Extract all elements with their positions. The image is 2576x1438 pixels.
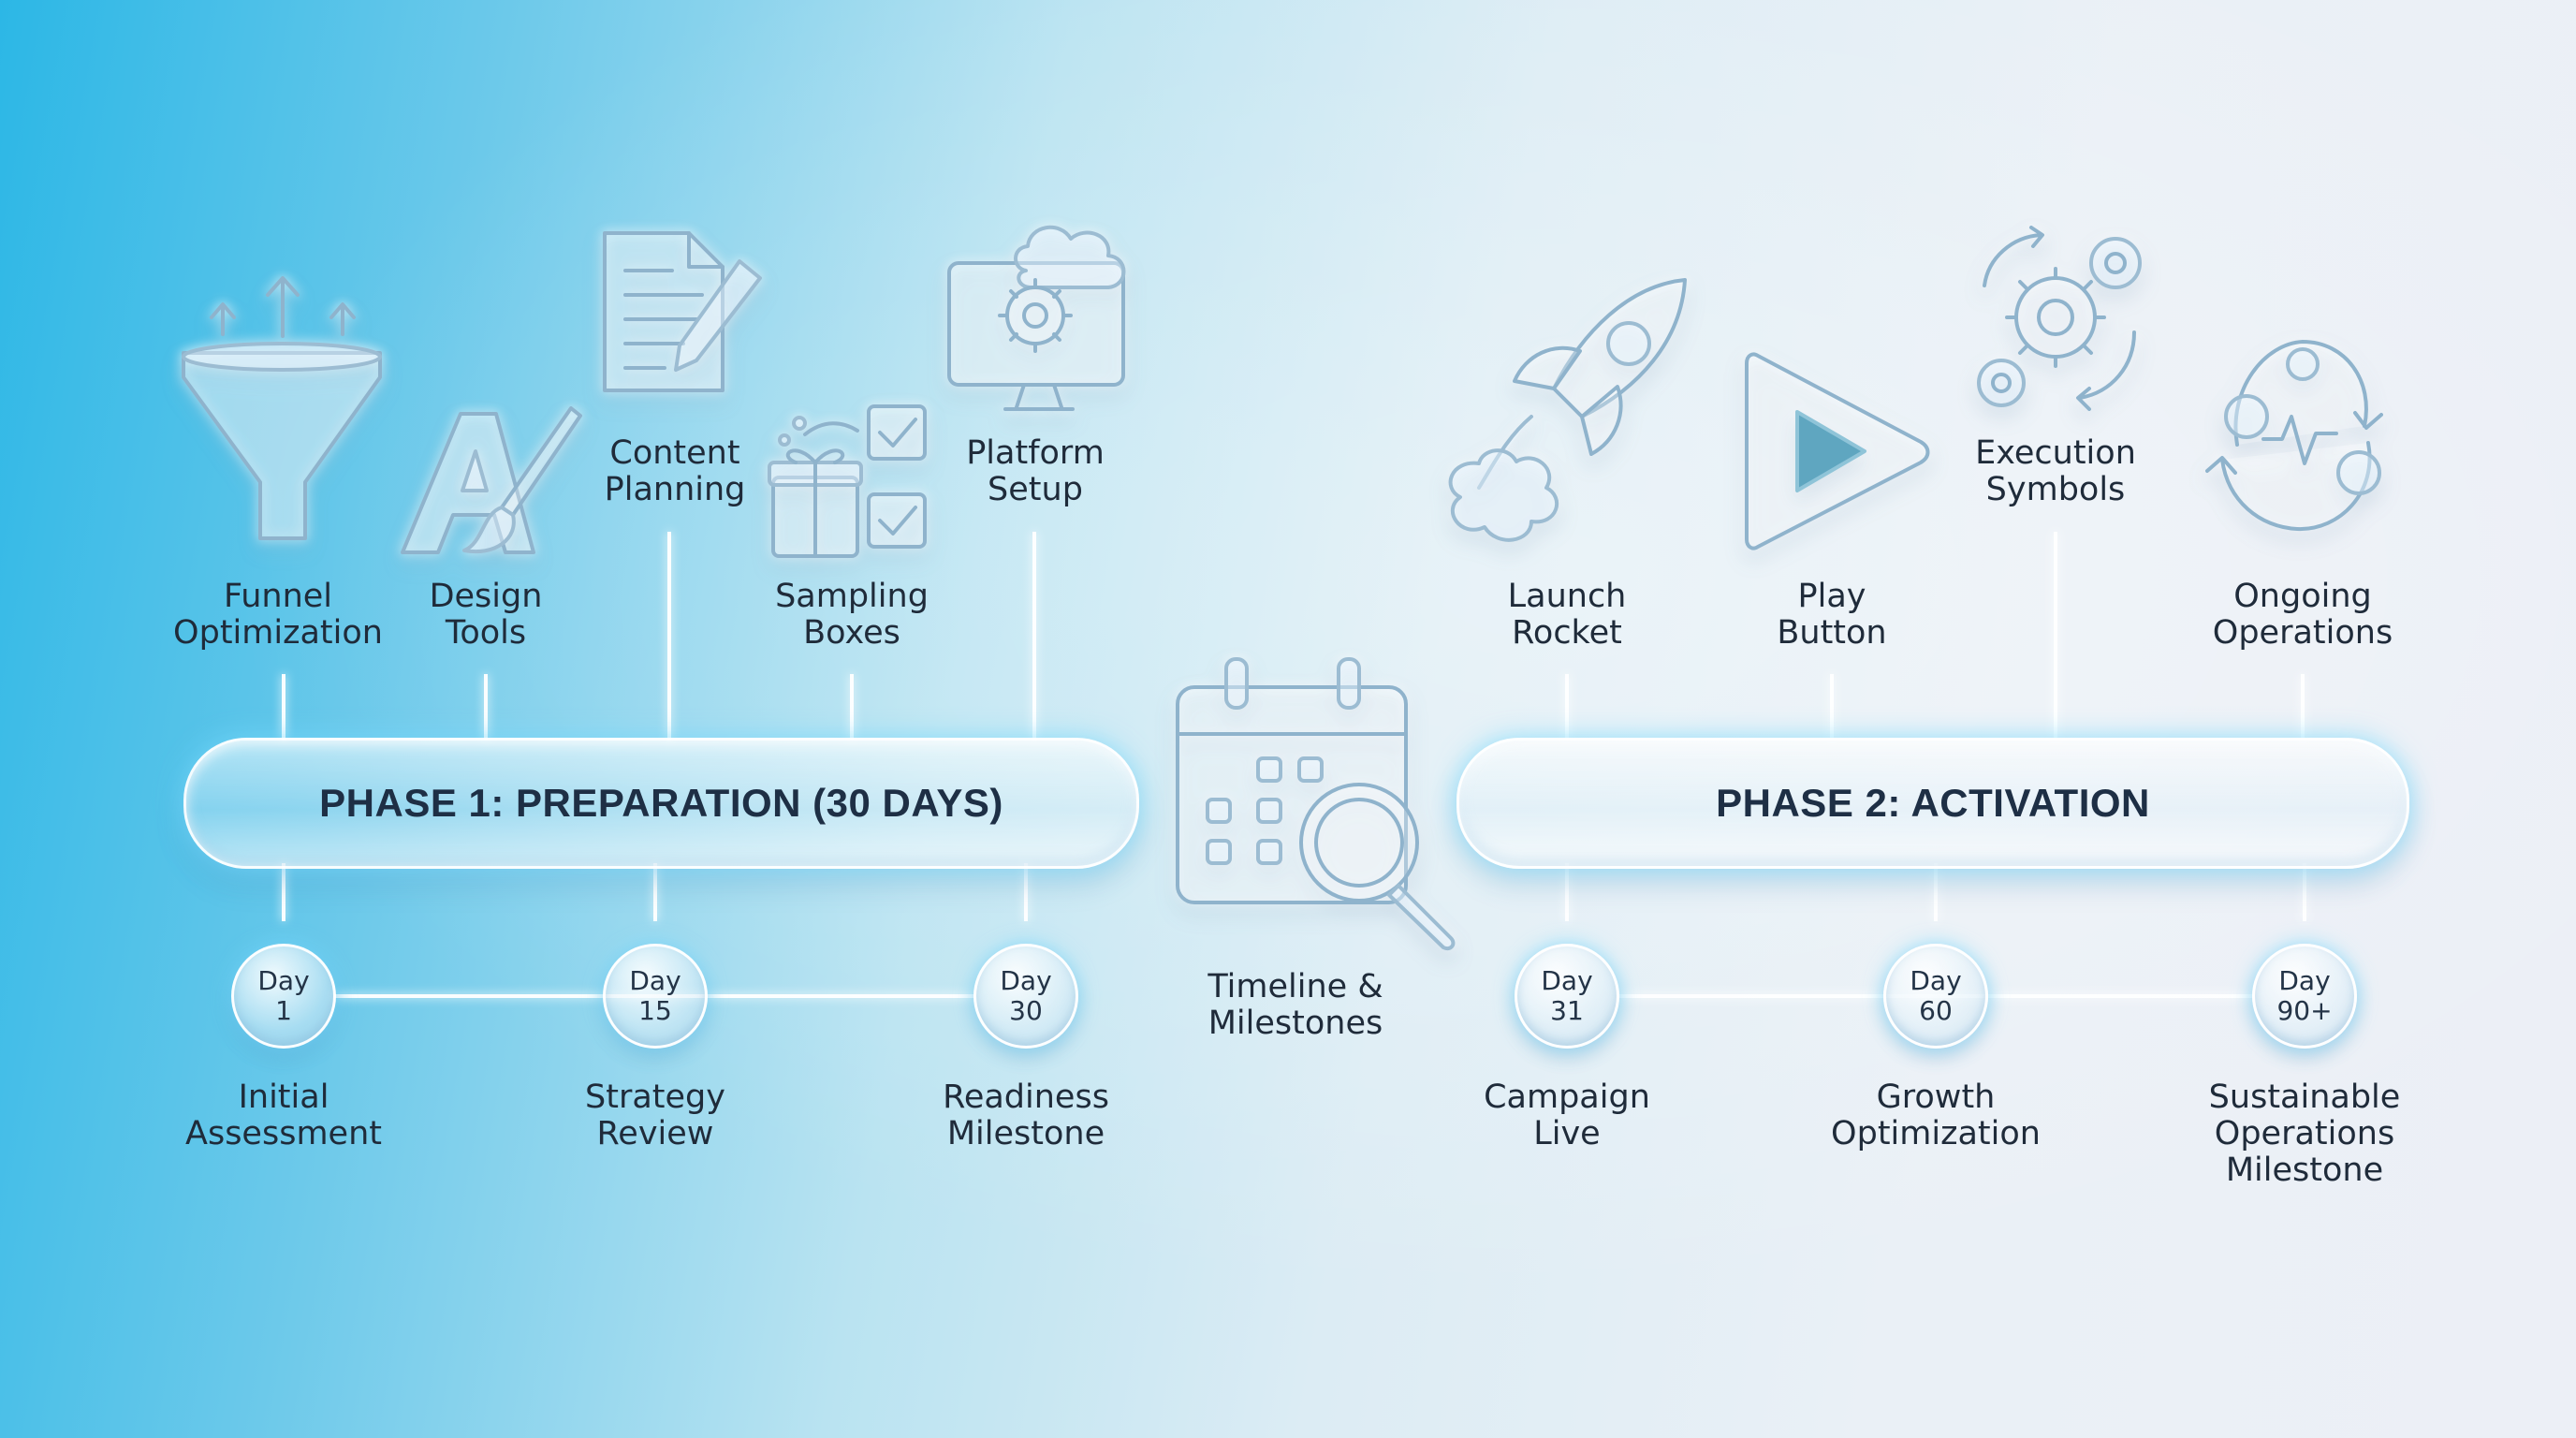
design-tools-icon	[393, 403, 590, 565]
label-sustainable-operations: Sustainable Operations Milestone	[2208, 1078, 2401, 1189]
day-30-marker: Day 30	[973, 944, 1078, 1049]
day-60-word: Day	[1910, 965, 1962, 996]
day-31-number: 31	[1550, 995, 1584, 1026]
rocket-icon	[1442, 276, 1694, 551]
day-90-number: 90+	[2276, 995, 2333, 1026]
label-growth-optimization: Growth Optimization	[1831, 1078, 2041, 1152]
day-31-word: Day	[1541, 965, 1593, 996]
gears-icon	[1966, 220, 2153, 420]
label-readiness-milestone: Readiness Milestone	[943, 1078, 1109, 1152]
day-30-word: Day	[1000, 965, 1052, 996]
monitor-cloud-gear-icon	[945, 220, 1133, 420]
phase-2-bar: PHASE 2: ACTIVATION	[1456, 738, 2409, 869]
day-30-number: 30	[1009, 995, 1043, 1026]
label-funnel-optimization: Funnel Optimization	[173, 578, 383, 652]
label-ongoing-operations: Ongoing Operations	[2212, 578, 2393, 652]
day-1-number: 1	[275, 995, 292, 1026]
phase-2-title: PHASE 2: ACTIVATION	[1716, 781, 2150, 825]
label-initial-assessment: Initial Assessment	[185, 1078, 382, 1152]
calendar-magnifier-icon	[1174, 655, 1464, 959]
label-execution-symbols: Execution Symbols	[1975, 434, 2136, 508]
label-design-tools: Design Tools	[429, 578, 543, 652]
label-platform-setup: Platform Setup	[966, 434, 1105, 508]
play-button-icon	[1743, 346, 1930, 556]
day-1-marker: Day 1	[231, 944, 336, 1049]
day-60-number: 60	[1919, 995, 1953, 1026]
phase-1-bar: PHASE 1: PREPARATION (30 DAYS)	[183, 738, 1139, 869]
day-60-marker: Day 60	[1883, 944, 1988, 1049]
label-content-planning: Content Planning	[604, 434, 746, 508]
cycle-icon	[2181, 323, 2415, 551]
label-campaign-live: Campaign Live	[1484, 1078, 1650, 1152]
label-sampling-boxes: Sampling Boxes	[775, 578, 929, 652]
funnel-icon	[174, 267, 389, 551]
day-15-word: Day	[629, 965, 681, 996]
day-31-marker: Day 31	[1515, 944, 1619, 1049]
day-1-word: Day	[257, 965, 310, 996]
gift-checklist-icon	[768, 403, 936, 565]
label-timeline-milestones: Timeline & Milestones	[1208, 968, 1383, 1042]
day-90-marker: Day 90+	[2252, 944, 2357, 1049]
day-90-word: Day	[2278, 965, 2331, 996]
label-strategy-review: Strategy Review	[585, 1078, 725, 1152]
label-launch-rocket: Launch Rocket	[1507, 578, 1627, 652]
day-15-marker: Day 15	[603, 944, 708, 1049]
phase-1-title: PHASE 1: PREPARATION (30 DAYS)	[319, 781, 1003, 825]
document-pencil-icon	[599, 229, 768, 402]
day-15-number: 15	[638, 995, 672, 1026]
label-play-button: Play Button	[1777, 578, 1887, 652]
